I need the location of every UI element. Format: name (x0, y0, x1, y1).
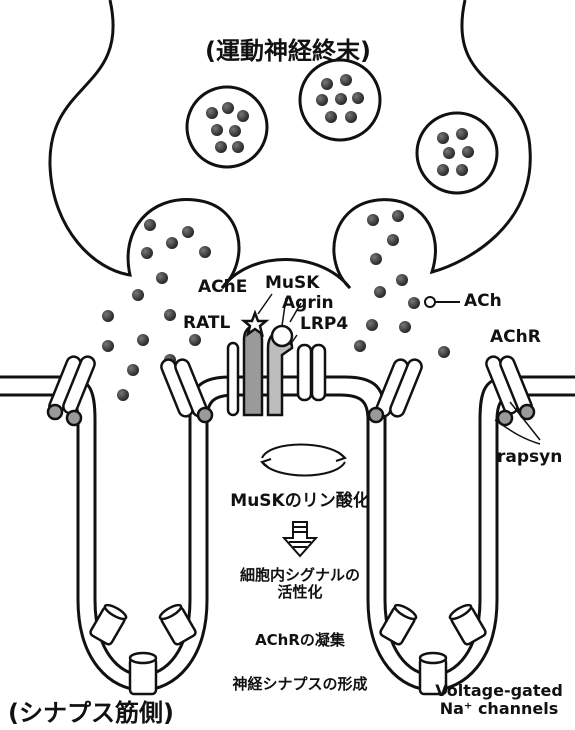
agrin-molecule (272, 326, 292, 346)
ratl-label: RATL (183, 314, 230, 333)
vgnc-label-line1: Voltage-gated (425, 682, 573, 700)
pathway-step-signal-activation: 細胞内シグナルの 活性化 (195, 567, 405, 600)
achr-receptor (159, 358, 212, 422)
achr-receptors (47, 345, 534, 425)
agrin-label: Agrin (282, 294, 334, 313)
vgnc-label: Voltage-gated Na⁺ channels (425, 682, 573, 717)
ach-legend-molecule (425, 297, 435, 307)
musk-complex (228, 313, 292, 415)
down-arrow-icon (284, 522, 316, 556)
pathway-step-achr-clustering: AChRの凝集 (200, 632, 400, 649)
vgnc-label-line2: Na⁺ channels (425, 700, 573, 718)
lrp4-label: LRP4 (300, 315, 348, 334)
achr-receptor (298, 345, 325, 400)
cycle-arrows-icon (262, 445, 345, 476)
muscle-side-title: (シナプス筋側) (8, 700, 174, 726)
ache-label: AChE (198, 278, 247, 297)
pathway-step-synapse-formation: 神経シナプスの形成 (195, 676, 405, 693)
na-channel (130, 653, 156, 694)
pathway-step-signal-line2: 活性化 (195, 584, 405, 601)
nerve-terminal-title: (運動神経終末) (205, 38, 371, 64)
musk-molecule (244, 327, 262, 416)
rapsyn-label: rapsyn (497, 448, 562, 467)
ach-label: ACh (464, 292, 502, 311)
pathway-step-signal-line1: 細胞内シグナルの (195, 567, 405, 584)
achr-receptor (369, 358, 424, 422)
achr-receptor (484, 355, 534, 425)
musk-label: MuSK (265, 274, 319, 293)
ratl-molecule (228, 343, 238, 415)
achr-label: AChR (490, 328, 541, 347)
pathway-step-musk-phosphorylation: MuSKのリン酸化 (200, 492, 400, 511)
